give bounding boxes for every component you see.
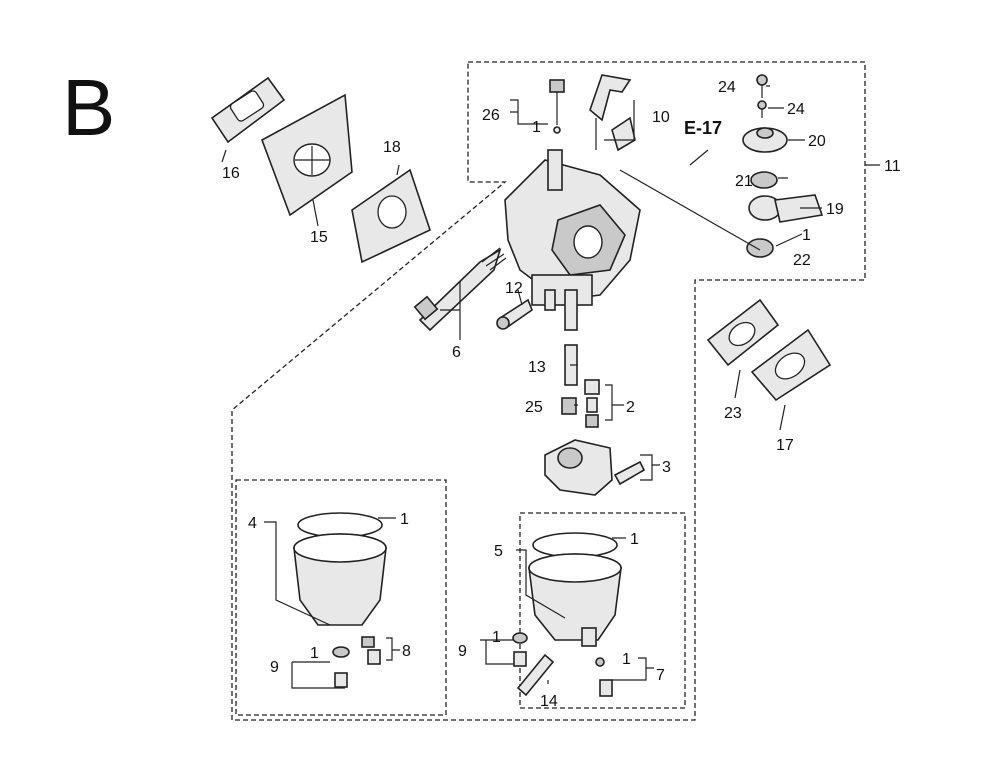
choke-lever (589, 74, 636, 152)
callout-1-d: 1 (492, 629, 501, 646)
callout-13: 13 (528, 359, 546, 376)
insulator-15 (261, 93, 353, 217)
main-jet-2 (584, 379, 600, 428)
main-nozzle-13 (561, 344, 578, 415)
bowl-box-left (235, 479, 447, 716)
spring-21 (750, 171, 778, 189)
screw-24a (756, 74, 768, 98)
callout-12: 12 (505, 280, 523, 297)
callout-8: 8 (402, 643, 411, 660)
callout-1-c: 1 (630, 531, 639, 548)
reference-e17: E-17 (684, 118, 722, 138)
washer-bolt-left (332, 636, 381, 688)
callout-24-a: 24 (718, 79, 736, 96)
callout-11: 11 (884, 158, 901, 175)
callout-15: 15 (310, 229, 328, 246)
screw-24b (757, 100, 767, 118)
callout-22: 22 (793, 252, 811, 269)
callout-3: 3 (662, 459, 671, 476)
callout-1-f: 1 (532, 119, 541, 136)
solenoid-19 (748, 194, 824, 223)
float-bowl-4 (293, 512, 387, 626)
leader-lines (221, 85, 880, 689)
screw-26 (549, 79, 565, 134)
gasket-23 (706, 298, 780, 367)
callout-14: 14 (540, 693, 558, 710)
callout-9-b: 9 (458, 643, 467, 660)
callout-26: 26 (482, 107, 500, 124)
callout-1-g: 1 (802, 227, 811, 244)
callout-5: 5 (494, 543, 503, 560)
callout-25: 25 (525, 399, 543, 416)
float-3 (544, 439, 646, 496)
plate-18 (351, 168, 431, 264)
washer-22 (746, 238, 774, 258)
carburetor-body (504, 149, 641, 331)
callout-24-b: 24 (787, 101, 805, 118)
callout-2: 2 (626, 399, 635, 416)
screw-12 (496, 298, 533, 330)
callout-21: 21 (735, 173, 753, 190)
callout-19: 19 (826, 201, 844, 218)
callout-23: 23 (724, 405, 742, 422)
float-bowl-5 (528, 532, 622, 647)
callout-10: 10 (652, 109, 670, 126)
drain-parts-right (512, 632, 613, 697)
bowl-box-right (519, 512, 686, 709)
callout-17: 17 (776, 437, 794, 454)
callout-7: 7 (656, 667, 665, 684)
callout-1-e: 1 (622, 651, 631, 668)
callout-4: 4 (248, 515, 257, 532)
callout-labels: 16 15 18 6 12 13 25 2 3 4 1 1 9 8 5 1 1 … (222, 79, 901, 710)
gasket-17 (750, 328, 832, 402)
callout-9-a: 9 (270, 659, 279, 676)
callout-18: 18 (383, 139, 401, 156)
callout-1-b: 1 (310, 645, 319, 662)
callout-16: 16 (222, 165, 240, 182)
assembly-outline (231, 61, 866, 721)
section-letter: B (62, 63, 115, 152)
callout-20: 20 (808, 133, 826, 150)
callout-6: 6 (452, 344, 461, 361)
cover-20 (742, 127, 788, 153)
gasket-16 (210, 76, 286, 144)
callout-1-a: 1 (400, 511, 409, 528)
